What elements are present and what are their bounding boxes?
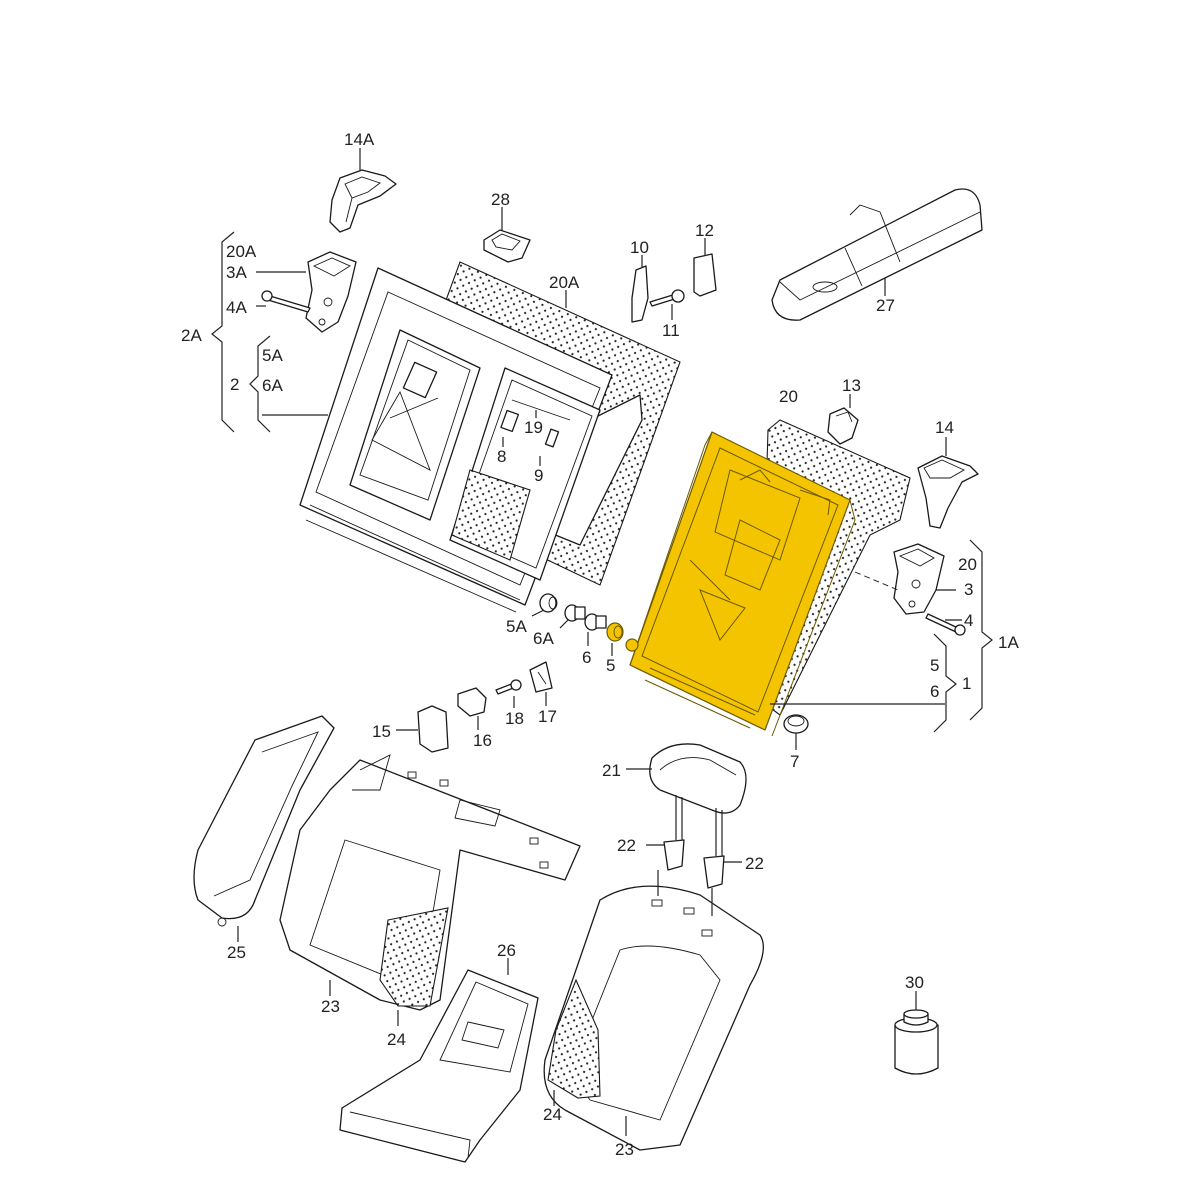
label-6A: 6A: [533, 629, 554, 648]
label-7: 7: [790, 752, 799, 771]
label-4: 4: [964, 611, 973, 630]
part-4-bolt: [925, 613, 966, 636]
callout-labels: 14A 28 12 10 11 20A 27 20A 3A 4A 2A 5A 6…: [181, 130, 1019, 1159]
label-6: 6: [582, 648, 591, 667]
label-26: 26: [497, 941, 516, 960]
part-22-guide-left: [646, 839, 685, 871]
part-10-bracket: [631, 255, 649, 323]
label-20A-top: 20A: [549, 273, 580, 292]
label-21: 21: [602, 761, 621, 780]
label-5A-brace: 5A: [262, 346, 283, 365]
part-6A-bushing: [559, 604, 586, 629]
label-1A: 1A: [998, 633, 1019, 652]
label-1: 1: [962, 674, 971, 693]
label-5: 5: [606, 656, 615, 675]
part-26-armrest: [339, 958, 539, 1163]
label-6-right: 6: [930, 682, 939, 701]
part-3-latch: [854, 543, 956, 615]
label-3A: 3A: [226, 263, 247, 282]
label-27: 27: [876, 296, 895, 315]
label-9: 9: [534, 466, 543, 485]
part-1-right-frame-highlighted: [625, 419, 911, 737]
label-10: 10: [630, 238, 649, 257]
label-22-left: 22: [617, 836, 636, 855]
part-3A-latch: [256, 251, 357, 333]
part-27-case: [771, 188, 983, 321]
label-24-right: 24: [543, 1105, 562, 1124]
part-14-bracket: [917, 437, 979, 529]
part-21-headrest: [626, 743, 747, 858]
label-25: 25: [227, 943, 246, 962]
brace-2A: [211, 231, 235, 433]
part-15-cap: [396, 705, 449, 753]
part-5-bushing: [606, 622, 624, 656]
label-5A: 5A: [506, 617, 527, 636]
part-4A-bolt: [256, 290, 311, 313]
label-28: 28: [491, 190, 510, 209]
label-17: 17: [538, 707, 557, 726]
part-13-clip: [827, 394, 859, 445]
part-12-cap: [693, 238, 717, 297]
label-8: 8: [497, 447, 506, 466]
part-17-wedge: [529, 661, 553, 706]
part-25-side-trim: [193, 715, 335, 942]
part-16-clip: [457, 687, 487, 730]
label-22-right: 22: [745, 854, 764, 873]
part-18-screw: [495, 679, 522, 708]
part-23-right-cover: [543, 870, 764, 1151]
label-24-left: 24: [387, 1030, 406, 1049]
label-16: 16: [473, 731, 492, 750]
label-5-right: 5: [930, 656, 939, 675]
label-20: 20: [779, 387, 798, 406]
label-30: 30: [905, 973, 924, 992]
label-2: 2: [230, 375, 239, 394]
label-23-left: 23: [321, 997, 340, 1016]
label-4A: 4A: [226, 298, 247, 317]
label-6A-brace: 6A: [262, 376, 283, 395]
label-14A: 14A: [344, 130, 375, 149]
label-20-right: 20: [958, 555, 977, 574]
part-7-bushing: [783, 714, 809, 750]
label-18: 18: [505, 709, 524, 728]
brace-1: [770, 633, 957, 733]
part-5A-bushing: [531, 593, 558, 617]
label-23-right: 23: [615, 1140, 634, 1159]
label-11: 11: [662, 321, 680, 340]
part-23-left-cover: [279, 754, 581, 1026]
label-13: 13: [842, 376, 861, 395]
label-3: 3: [964, 580, 973, 599]
part-30-container: [894, 991, 939, 1075]
brace-2: [249, 335, 271, 433]
brace-1A: [969, 539, 993, 721]
part-14A-bracket: [329, 148, 397, 233]
part-22-guide-right: [703, 855, 742, 889]
part-11-bolt: [649, 289, 685, 320]
label-15: 15: [372, 722, 391, 741]
label-20A-left: 20A: [226, 242, 257, 261]
label-19: 19: [524, 418, 543, 437]
part-6-bushing: [584, 613, 607, 646]
label-14: 14: [935, 418, 954, 437]
label-12: 12: [695, 221, 714, 240]
label-2A: 2A: [181, 326, 202, 345]
part-2-left-frame: [262, 267, 613, 613]
part-28-clip: [483, 207, 531, 263]
